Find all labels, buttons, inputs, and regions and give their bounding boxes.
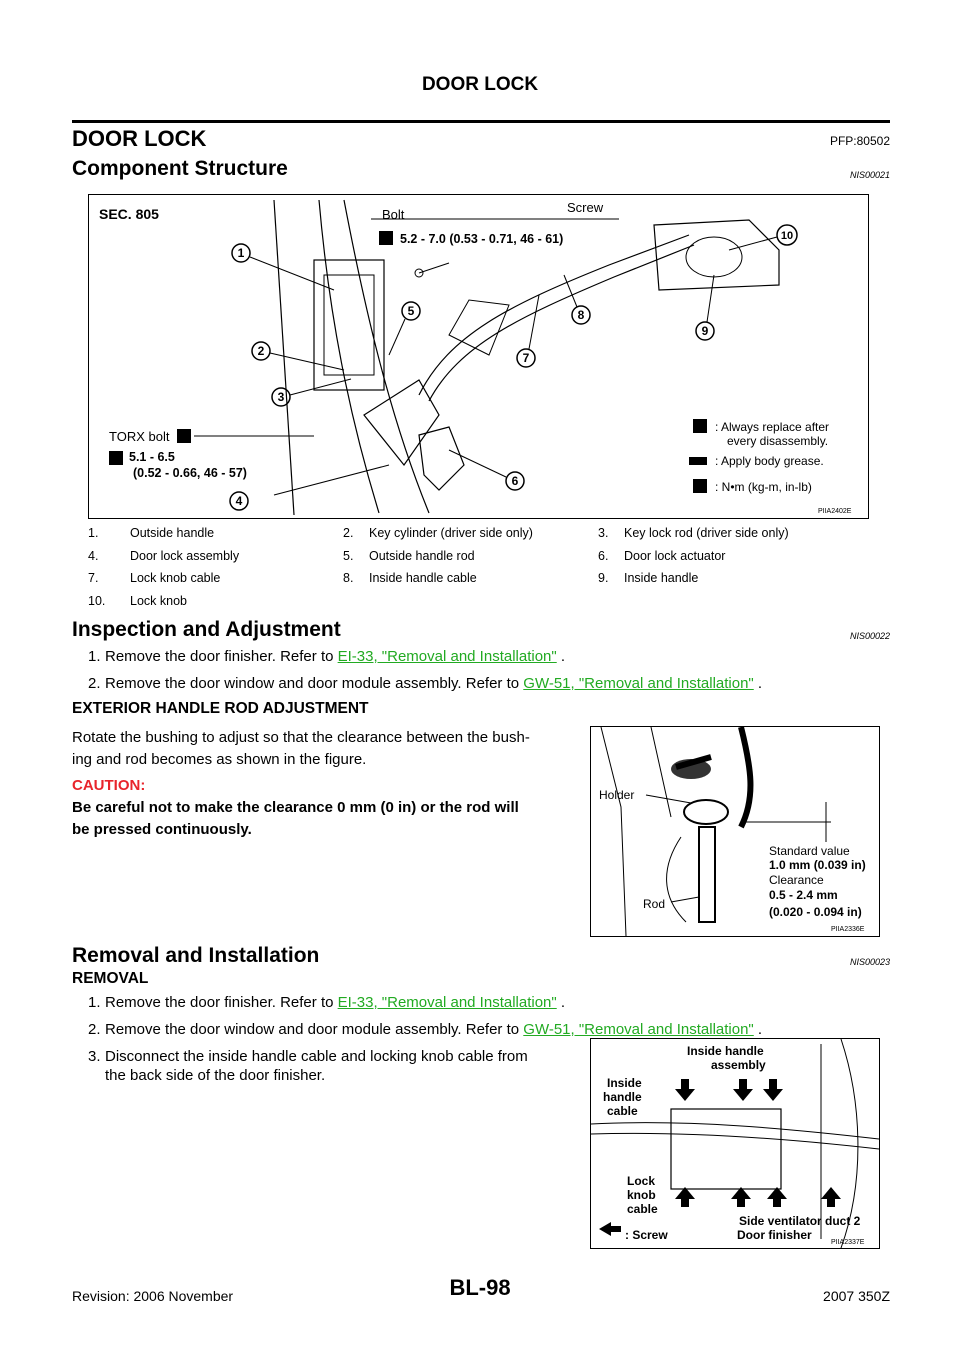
- header-rule: [72, 120, 890, 123]
- door-lock-exploded-diagram: SEC. 805 Bolt Screw 5.2 - 7.0 (0.53 - 0.…: [99, 199, 852, 516]
- legend-replace-1: : Always replace after: [715, 420, 829, 434]
- part-6: 6.Door lock actuator: [598, 548, 726, 563]
- torque-icon-torx: [109, 451, 123, 465]
- holder-label: Holder: [599, 788, 634, 802]
- grease-legend-icon: [689, 457, 707, 465]
- rod-label: Rod: [643, 897, 665, 911]
- removal-step-1: 1.Remove the door finisher. Refer to EI-…: [88, 994, 566, 1011]
- sec-label: SEC. 805: [99, 206, 159, 222]
- inside-handle-cable-2: handle: [603, 1090, 642, 1104]
- callout-9: 9: [702, 324, 709, 338]
- figure-id: PIIA2402E: [818, 508, 852, 515]
- screw-arrow-icon: [599, 1222, 621, 1236]
- clearance-label: Clearance: [769, 873, 824, 887]
- part-10: 10.Lock knob: [88, 593, 187, 608]
- door-finisher-label: Door finisher: [737, 1228, 812, 1242]
- screw-label: Screw: [567, 200, 604, 215]
- inspection-code: NIS00022: [849, 631, 890, 641]
- caution-line-1: Be careful not to make the clearance 0 m…: [72, 799, 519, 816]
- part-7: 7.Lock knob cable: [88, 571, 221, 586]
- removal-heading: Removal and Installation: [72, 944, 320, 967]
- part-3: 3.Key lock rod (driver side only): [598, 526, 789, 541]
- clearance-inches: (0.020 - 0.094 in): [769, 905, 862, 919]
- page-id: BL-98: [449, 1275, 511, 1300]
- legend-grease: : Apply body grease.: [715, 454, 824, 468]
- legend-replace-2: every disassembly.: [727, 434, 828, 448]
- rod-adjustment-figure: Holder Rod Standard value 1.0 mm (0.039 …: [590, 726, 880, 937]
- ei-33-link-removal[interactable]: EI-33, "Removal and Installation": [337, 994, 557, 1011]
- component-structure-code: NIS00021: [849, 170, 890, 180]
- torque-legend-icon: [693, 479, 707, 493]
- caution-line-2: be pressed continuously.: [72, 821, 252, 838]
- removal-step-3: 3.Disconnect the inside handle cable and…: [88, 1048, 528, 1084]
- inside-handle-cable-3: cable: [607, 1104, 638, 1118]
- legend-torque: : N•m (kg-m, in-lb): [715, 480, 812, 494]
- ei-33-link[interactable]: EI-33, "Removal and Installation": [337, 648, 557, 665]
- revision-text: Revision: 2006 November: [72, 1288, 234, 1304]
- part-5: 5.Outside handle rod: [343, 548, 475, 563]
- door-finisher-figure: Inside handle assembly Inside handle cab…: [590, 1038, 880, 1249]
- callout-7: 7: [523, 351, 530, 365]
- replace-icon: [177, 429, 191, 443]
- removal-code: NIS00023: [849, 957, 890, 967]
- lock-knob-cable-2: knob: [627, 1188, 656, 1202]
- torx-bolt-label: TORX bolt: [109, 429, 170, 444]
- standard-value: 1.0 mm (0.039 in): [769, 858, 866, 872]
- callout-1: 1: [238, 246, 245, 260]
- inspection-step-2: 2.Remove the door window and door module…: [88, 675, 763, 692]
- standard-value-label: Standard value: [769, 844, 850, 858]
- part-4: 4.Door lock assembly: [88, 548, 240, 563]
- bolt-torque-spec: 5.2 - 7.0 (0.53 - 0.71, 46 - 61): [400, 232, 563, 246]
- torx-torque-2: (0.52 - 0.66, 46 - 57): [133, 466, 247, 480]
- torx-torque-1: 5.1 - 6.5: [129, 450, 175, 464]
- exterior-handle-subheading: EXTERIOR HANDLE ROD ADJUSTMENT: [72, 700, 369, 717]
- removal-step-2: 2.Remove the door window and door module…: [88, 1021, 763, 1038]
- callout-6: 6: [512, 474, 519, 488]
- model-text: 2007 350Z: [823, 1288, 890, 1304]
- part-9: 9.Inside handle: [598, 571, 699, 586]
- callout-8: 8: [578, 308, 585, 322]
- torque-icon: [379, 231, 393, 245]
- callout-4: 4: [236, 494, 243, 508]
- callout-2: 2: [258, 344, 265, 358]
- figure-id: PIIA2336E: [831, 926, 865, 933]
- caution-heading: CAUTION:: [72, 777, 146, 794]
- inside-handle-assembly-2: assembly: [711, 1058, 766, 1072]
- lock-knob-cable-3: cable: [627, 1202, 658, 1216]
- rod-clearance-diagram: Holder Rod Standard value 1.0 mm (0.039 …: [599, 726, 866, 937]
- inside-handle-assembly-1: Inside handle: [687, 1044, 764, 1058]
- replace-legend-icon: [693, 419, 707, 433]
- part-1: 1.Outside handle: [88, 526, 215, 541]
- callout-5: 5: [408, 304, 415, 318]
- callout-3: 3: [278, 390, 285, 404]
- inspection-step-1: 1.Remove the door finisher. Refer to EI-…: [88, 648, 566, 665]
- component-structure-figure: SEC. 805 Bolt Screw 5.2 - 7.0 (0.53 - 0.…: [88, 194, 869, 519]
- section-title: DOOR LOCK: [72, 126, 207, 151]
- figure-id: PIIA2337E: [831, 1239, 865, 1246]
- gw-51-link[interactable]: GW-51, "Removal and Installation": [523, 675, 754, 692]
- bolt-label: Bolt: [382, 207, 405, 222]
- parts-list: 1.Outside handle 2.Key cylinder (driver …: [88, 522, 868, 612]
- side-ventilator-label: Side ventilator duct 2: [739, 1214, 861, 1228]
- component-structure-heading: Component Structure: [72, 157, 288, 180]
- part-8: 8.Inside handle cable: [343, 571, 477, 586]
- removal-subheading: REMOVAL: [72, 970, 149, 987]
- pfp-code: PFP:80502: [829, 134, 890, 148]
- inside-handle-cable-1: Inside: [607, 1076, 642, 1090]
- adjustment-paragraph: Rotate the bushing to adjust so that the…: [72, 727, 580, 841]
- clearance-value: 0.5 - 2.4 mm: [769, 888, 838, 902]
- gw-51-link-removal[interactable]: GW-51, "Removal and Installation": [523, 1021, 754, 1038]
- inspection-heading: Inspection and Adjustment: [72, 618, 341, 641]
- running-header-title: DOOR LOCK: [421, 74, 539, 95]
- door-finisher-back-diagram: Inside handle assembly Inside handle cab…: [590, 1038, 880, 1249]
- lock-knob-cable-1: Lock: [627, 1174, 655, 1188]
- callout-10: 10: [781, 230, 793, 242]
- screw-legend: : Screw: [625, 1228, 668, 1242]
- part-2: 2.Key cylinder (driver side only): [343, 526, 533, 541]
